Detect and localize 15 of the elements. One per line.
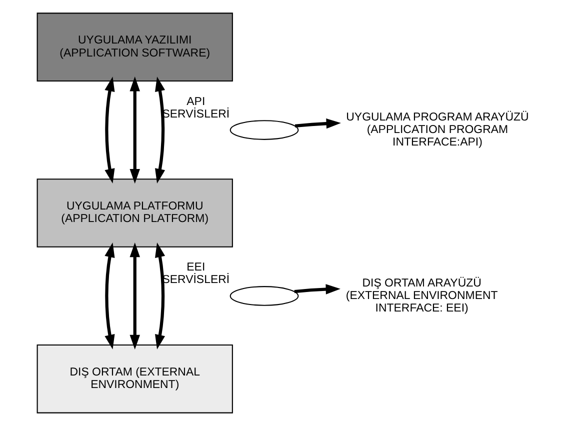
- arrow: [155, 242, 166, 349]
- node-text: DIŞ ORTAM ARAYÜZÜ (EXTERNAL ENVIRONMENT INTERFACE: EEI): [346, 276, 498, 314]
- arrow: [130, 76, 140, 184]
- node-ellipse: [230, 286, 299, 306]
- node-box: UYGULAMA PLATFORMU (APPLICATION PLATFORM): [36, 178, 233, 247]
- node-text: UYGULAMA PROGRAM ARAYÜZÜ (APPLICATION PROGRAM INTERFACE:API): [346, 110, 529, 148]
- node-box: DIŞ ORTAM (EXTERNAL ENVIRONMENT): [36, 344, 233, 413]
- arrow: [294, 118, 341, 128]
- arrow: [155, 76, 166, 183]
- node-box: UYGULAMA YAZILIMI (APPLICATION SOFTWARE): [36, 12, 233, 82]
- arrow: [104, 242, 115, 349]
- arrow: [104, 76, 115, 183]
- arrow: [130, 242, 140, 349]
- node-ellipse: [230, 120, 299, 140]
- arrow: [294, 284, 340, 294]
